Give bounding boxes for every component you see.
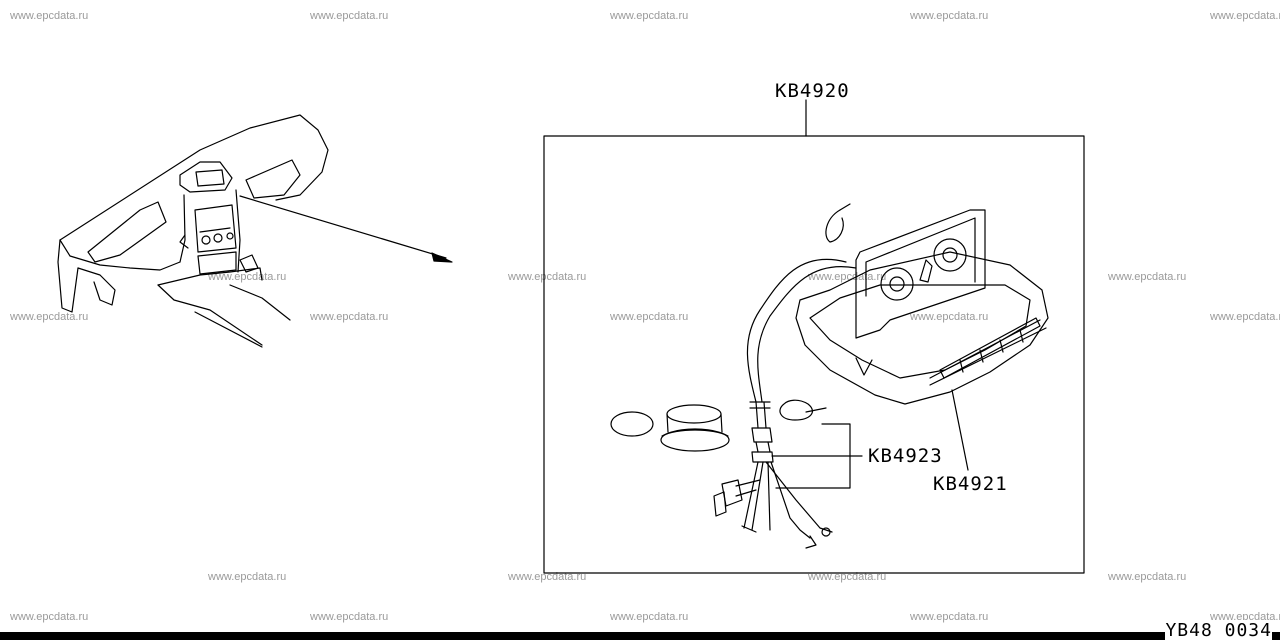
- watermark: www.epcdata.ru: [310, 311, 389, 323]
- watermark: www.epcdata.ru: [208, 571, 287, 583]
- part-label-harness: KB4923: [868, 445, 943, 467]
- watermark: www.epcdata.ru: [910, 311, 989, 323]
- bottom-bar: [0, 632, 1280, 640]
- watermark: www.epcdata.ru: [310, 611, 389, 623]
- overhead-console-illustration: [746, 203, 1049, 471]
- watermark: www.epcdata.ru: [610, 311, 689, 323]
- watermark: www.epcdata.ru: [10, 311, 89, 323]
- part-label-assembly: KB4920: [775, 80, 850, 102]
- part-label-overhead-console: KB4921: [933, 473, 1008, 495]
- watermark: www.epcdata.ru: [208, 271, 287, 283]
- watermark: www.epcdata.ru: [1210, 10, 1280, 22]
- watermark: www.epcdata.ru: [508, 571, 587, 583]
- watermark: www.epcdata.ru: [310, 10, 389, 22]
- watermark: www.epcdata.ru: [910, 611, 989, 623]
- watermark: www.epcdata.ru: [808, 571, 887, 583]
- watermark: www.epcdata.ru: [910, 10, 989, 22]
- diagram-id: YB48 0034: [1165, 620, 1272, 641]
- watermark: www.epcdata.ru: [1210, 311, 1280, 323]
- watermark: www.epcdata.ru: [610, 10, 689, 22]
- dashboard-illustration: [57, 114, 453, 348]
- watermark: www.epcdata.ru: [1108, 571, 1187, 583]
- wire-harness-illustration: [610, 399, 863, 549]
- watermark: www.epcdata.ru: [808, 271, 887, 283]
- watermark: www.epcdata.ru: [1108, 271, 1187, 283]
- watermark: www.epcdata.ru: [10, 611, 89, 623]
- watermark: www.epcdata.ru: [610, 611, 689, 623]
- assembly-frame: [543, 99, 1085, 574]
- watermark: www.epcdata.ru: [508, 271, 587, 283]
- watermark: www.epcdata.ru: [10, 10, 89, 22]
